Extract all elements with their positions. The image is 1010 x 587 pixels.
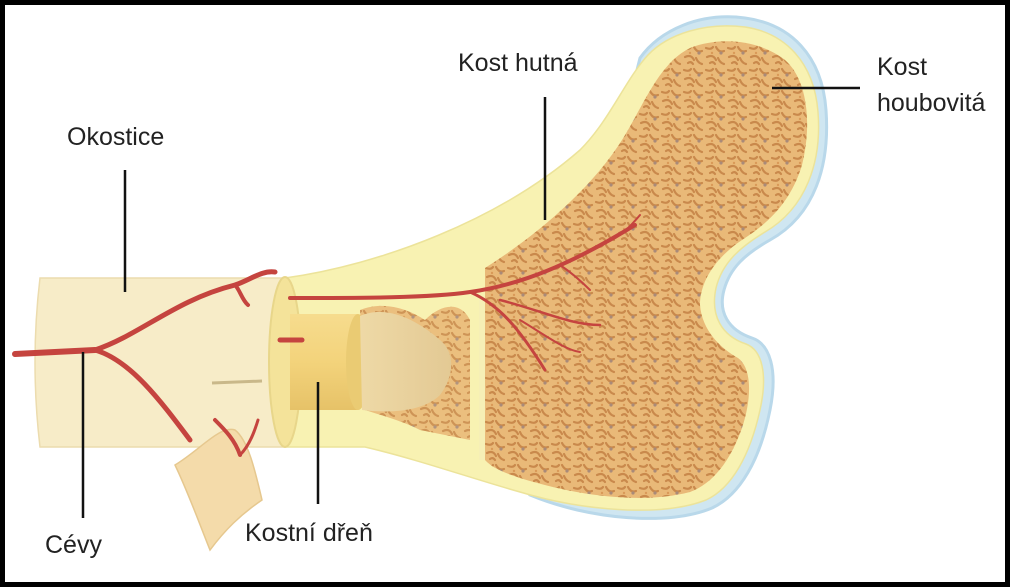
label-kost-hutna: Kost hutná: [458, 48, 578, 78]
label-kostni-dren: Kostní dřeň: [245, 518, 373, 548]
label-kost-houbovita-line1: Kost: [877, 52, 927, 82]
label-cevy: Cévy: [45, 530, 102, 560]
shaft-notch: [212, 381, 262, 383]
label-okostice: Okostice: [67, 122, 164, 152]
label-kost-houbovita-line2: houbovitá: [877, 88, 985, 118]
